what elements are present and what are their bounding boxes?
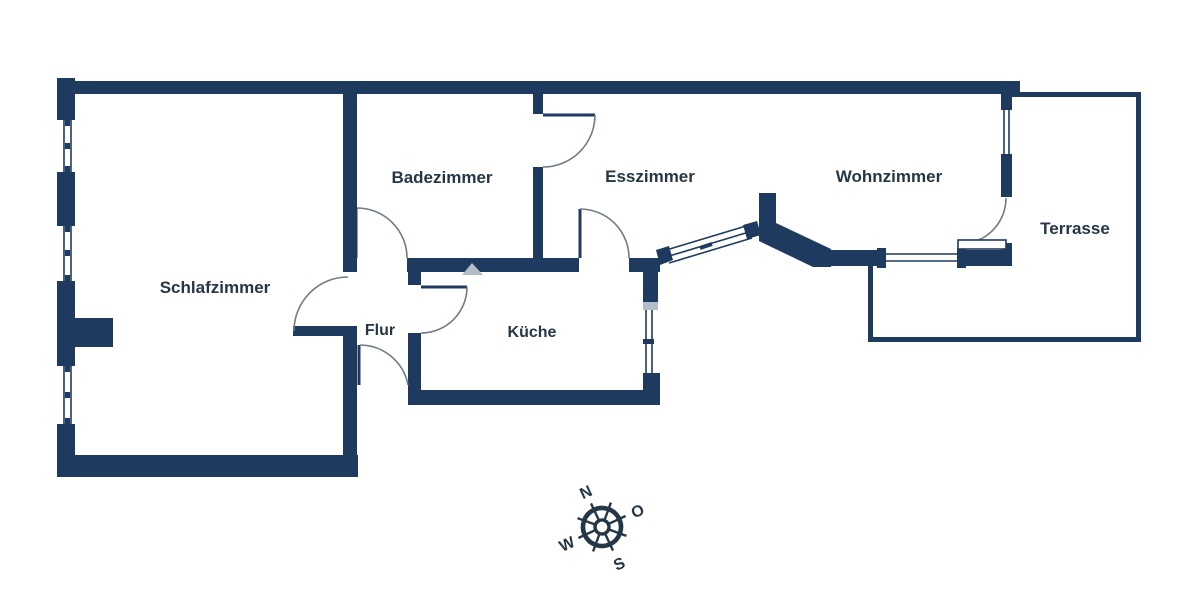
door-flur-kueche <box>420 285 468 334</box>
window-left-bottom <box>63 366 72 424</box>
door-arc-kueche-esszimmer <box>579 208 630 259</box>
door-arc-flur-kueche <box>420 286 468 334</box>
terrasse-outline <box>868 92 1141 342</box>
wall-wohnzimmer-right-b <box>1001 154 1012 197</box>
window-cap-wz-left <box>877 248 886 268</box>
compass-letter-north: N <box>577 483 595 503</box>
door-badezimmer-esszimmer <box>542 113 596 168</box>
wall-bottom-schlafzimmer <box>57 455 358 477</box>
room-labels: Schlafzimmer Badezimmer Esszimmer Wohnzi… <box>160 167 1110 341</box>
wall-wohnzimmer-right-a <box>1001 94 1012 110</box>
compass-spokes <box>577 502 627 552</box>
wall-left-b <box>57 172 75 226</box>
window-cap-diag-left <box>656 246 673 265</box>
wall-kueche-right-upper <box>643 272 658 302</box>
room-label-esszimmer: Esszimmer <box>605 167 695 186</box>
interior-walls <box>343 94 1012 455</box>
window-diagonal-esszimmer <box>656 221 761 265</box>
compass-letter-south: S <box>611 555 628 575</box>
room-label-kueche: Küche <box>508 324 557 341</box>
room-label-terrasse: Terrasse <box>1040 219 1110 238</box>
door-arc-badezimmer-esszimmer <box>542 114 596 168</box>
wall-badezimmer-esszimmer-lower <box>533 167 543 258</box>
wall-left-a <box>57 78 75 120</box>
wall-badezimmer-esszimmer-top <box>533 94 543 114</box>
door-wohnzimmer-terrasse <box>957 197 1007 250</box>
window-wohnzimmer-right <box>1003 110 1010 154</box>
window-wohnzimmer-bottom <box>886 253 957 262</box>
terrasse-wall-bottom <box>868 337 1141 342</box>
door-schlafzimmer <box>293 276 349 336</box>
room-label-badezimmer: Badezimmer <box>391 168 492 187</box>
compass-hub <box>593 518 611 536</box>
door-leaf-terrasse <box>957 239 1007 250</box>
window-cap-diag-right <box>743 221 761 239</box>
room-label-schlafzimmer: Schlafzimmer <box>160 278 271 297</box>
door-arc-terrasse <box>959 197 1007 245</box>
window-kueche-right <box>643 302 658 373</box>
terrasse-wall-top <box>1012 92 1141 97</box>
window-cap-wz-right <box>957 248 966 268</box>
door-badezimmer <box>354 207 408 259</box>
wall-diagonal-wohnzimmer <box>759 193 831 267</box>
room-label-flur: Flur <box>365 322 395 339</box>
terrasse-wall-right <box>1136 92 1141 342</box>
door-leaf-schlafzimmer <box>293 326 348 336</box>
door-arc-schlafzimmer <box>293 276 349 332</box>
compass-letter-west: W <box>557 534 579 556</box>
room-label-wohnzimmer: Wohnzimmer <box>836 167 943 186</box>
wall-left-c <box>57 281 75 366</box>
wall-badezimmer-bottom <box>407 258 579 272</box>
compass-letter-east: O <box>629 502 647 523</box>
wall-wohnzimmer-bottom-left <box>826 250 877 266</box>
compass-ring <box>580 505 624 549</box>
window-left-middle <box>63 226 72 281</box>
door-arc-badezimmer <box>356 207 408 259</box>
wall-top <box>57 81 1020 94</box>
wall-kueche-left-stub <box>408 272 421 285</box>
compass-rose: N O S W <box>557 483 647 575</box>
wall-schlafzimmer-right-lower <box>343 326 357 455</box>
wall-kueche-right-lower <box>643 373 660 405</box>
exterior-walls <box>57 78 1020 477</box>
wall-kueche-bottom <box>408 390 660 405</box>
wall-wohnzimmer-right-c <box>1001 243 1012 266</box>
door-arc-entrance <box>359 344 409 386</box>
chimney-pillar <box>75 318 113 347</box>
door-kueche-esszimmer <box>578 208 630 259</box>
wall-wohnzimmer-bottom-right <box>966 250 1012 266</box>
wall-esszimmer-bottom-right <box>629 258 660 272</box>
window-left-top <box>63 120 72 172</box>
wall-kueche-left-lower <box>408 333 421 390</box>
terrasse-wall-left <box>868 266 873 342</box>
watermark-triangle <box>462 263 483 275</box>
door-entrance-flur <box>357 344 409 386</box>
window-sill-grey <box>643 302 658 310</box>
wall-schlafzimmer-right-upper <box>343 94 357 272</box>
